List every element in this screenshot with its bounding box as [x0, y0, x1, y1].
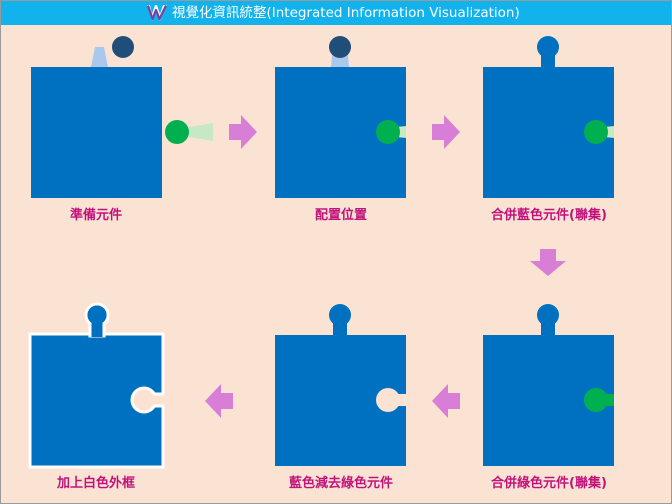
dark-blue-knob-circle — [112, 36, 134, 58]
blue-connector-shape — [331, 55, 349, 67]
arrow-right-icon — [229, 115, 257, 149]
green-knob-circle — [584, 120, 608, 144]
blue-knob-circle — [329, 304, 351, 326]
step-5-blue-subtract-green: 藍色減去綠色元件 — [275, 304, 407, 491]
blue-knob-circle — [537, 304, 559, 326]
arrow-right-icon — [432, 115, 460, 149]
page-title: 視覺化資訊統整(Integrated Information Visualiza… — [172, 5, 520, 21]
blue-square-piece — [31, 67, 162, 198]
outlined-puzzle-piece — [28, 302, 165, 469]
step-caption: 準備元件 — [70, 207, 122, 223]
step-caption: 加上白色外框 — [56, 475, 135, 491]
step-caption: 配置位置 — [315, 207, 367, 223]
green-knob-circle — [376, 120, 400, 144]
step-3-merge-blue-union: 合併藍色元件(聯集) — [483, 36, 614, 223]
cutout-hole-circle — [376, 388, 400, 412]
step-6-add-white-outline: 加上白色外框 — [28, 302, 165, 491]
green-knob-circle — [584, 388, 608, 412]
purple-w-logo-icon — [146, 5, 167, 21]
arrow-left-icon — [432, 384, 460, 418]
step-4-merge-green-union: 合併綠色元件(聯集) — [483, 304, 614, 491]
dark-blue-knob-circle — [329, 36, 351, 58]
green-knob-circle — [165, 120, 189, 144]
arrow-left-icon — [205, 384, 233, 418]
step-caption: 藍色減去綠色元件 — [289, 475, 393, 491]
step-caption: 合併綠色元件(聯集) — [491, 475, 607, 491]
step-1-prepare-components: 準備元件 — [31, 36, 213, 223]
step-caption: 合併藍色元件(聯集) — [491, 207, 607, 223]
blue-connector-shape — [91, 47, 108, 67]
title-bar: 視覺化資訊統整(Integrated Information Visualiza… — [1, 1, 671, 25]
blue-knob-circle — [537, 36, 559, 58]
green-connector-shape — [189, 123, 213, 141]
arrow-down-icon — [530, 249, 566, 276]
step-2-place-position: 配置位置 — [275, 36, 406, 223]
